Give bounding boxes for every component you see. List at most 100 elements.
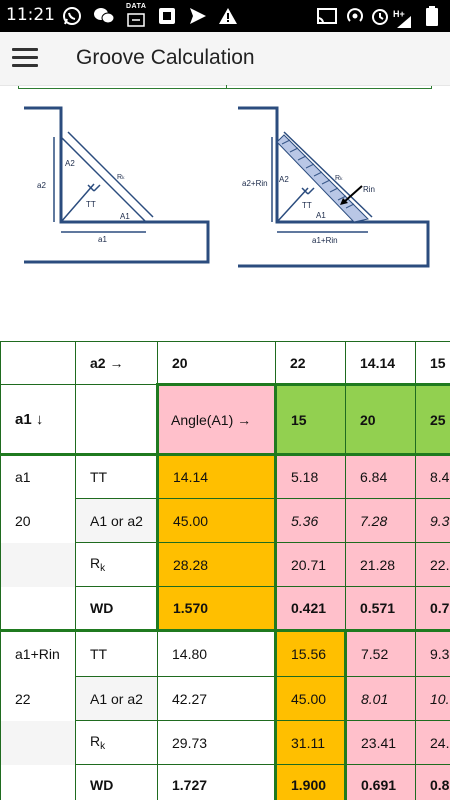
label-Rk: Rₖ [117,174,125,181]
cell-g2-angle-3: 8.01 [345,676,416,721]
cell-g2-tt-2: 15.56 [274,629,347,677]
cell-g1-rk-1: 28.28 [156,542,277,587]
angle-row: a1 ↓ Angle(A1) → 15 20 25 [0,383,450,456]
cell-g2-wd-4: 0.8 [415,764,450,800]
label-a1-rin: a1+Rin [312,236,338,245]
a1-down-label: a1 ↓ [0,384,76,455]
table-row: a1+Rin TT 14.80 15.56 7.52 9.3 [0,629,450,677]
cell-g1-angle-3: 7.28 [345,498,416,543]
row-label-wd: WD [75,586,158,631]
group-blank [0,542,76,587]
table-row: Rk 28.28 20.71 21.28 22. [0,542,450,587]
cell-g1-wd-3: 0.571 [345,586,416,631]
cell-g2-tt-1: 14.80 [157,629,276,677]
group-blank [0,764,76,800]
cell-g2-angle-2: 45.00 [274,676,347,721]
row-label-tt: TT [75,453,158,499]
header-a2-value-1[interactable]: 20 [157,341,276,385]
cell-g2-tt-4: 9.3 [415,629,450,677]
table-row: Rk 29.73 31.11 23.41 24. [0,720,450,765]
header-a2-value-3[interactable]: 14.14 [345,341,416,385]
page-title: Groove Calculation [76,46,255,69]
label-Rin: Rin [363,185,375,194]
cell-g1-wd-4: 0.7 [415,586,450,631]
group-label-a1-rin: a1+Rin [0,629,76,677]
cell-g2-tt-3: 7.52 [345,629,416,677]
table-row: 20 A1 or a2 45.00 5.36 7.28 9.3 [0,498,450,543]
hamburger-menu-icon[interactable] [12,47,38,69]
angle-row-blank [75,384,158,455]
header-a2-value-4[interactable]: 15 [415,341,450,385]
cell-g2-rk-1: 29.73 [157,720,276,765]
angle-value-1[interactable]: 15 [275,383,346,456]
cell-g2-wd-2: 1.900 [274,764,347,800]
cell-g2-wd-3: 0.691 [345,764,416,800]
cell-g2-angle-4: 10. [415,676,450,721]
whatsapp-icon [62,6,82,26]
label-A2-right: A2 [279,175,289,184]
row-label-rk: Rk [75,542,158,587]
label-TT: TT [86,200,96,209]
label-A1-right: A1 [316,211,326,220]
table-header-row: a2 → 20 22 14.14 15 [0,341,450,385]
app-bar: Groove Calculation [0,32,450,86]
status-time: 11:21 [6,5,55,25]
cell-g2-rk-3: 23.41 [345,720,416,765]
send-icon [188,6,208,26]
cell-g1-tt-2: 5.18 [275,454,346,499]
divider [18,85,432,89]
cell-g1-angle-1: 45.00 [156,498,277,543]
cell-g1-rk-3: 21.28 [345,542,416,587]
row-label-rk: Rk [75,720,158,765]
angle-label-cell: Angle(A1) → [156,383,277,456]
cell-g1-wd-1: 1.570 [156,586,277,632]
cell-g1-rk-2: 20.71 [275,542,346,587]
groove-diagram-basic: a2 A2 Rₖ TT A1 a1 [24,106,210,264]
row-label-a1-or-a2: A1 or a2 [75,498,158,543]
group-value-a1: 20 [0,498,76,543]
battery-icon [426,6,438,26]
row-label-wd: WD [75,764,158,800]
label-A1: A1 [120,212,130,221]
table-row: WD 1.727 1.900 0.691 0.8 [0,764,450,800]
group-blank [0,586,76,632]
cell-g2-wd-1: 1.727 [157,764,276,800]
angle-value-3[interactable]: 25 [415,383,450,456]
label-Rk-right: Rₖ [335,175,343,182]
label-A2: A2 [65,159,75,168]
network-type: H+ [393,9,405,19]
status-bar: 11:21 DATA H+ [0,0,450,32]
label-a2-rin: a2+Rin [242,179,268,188]
cast-icon [316,6,338,26]
header-a2-label: a2 → [75,341,158,385]
label-a1: a1 [98,235,107,244]
data-sync-icon [127,10,145,30]
alarm-icon [370,6,390,26]
wechat-icon [93,6,115,26]
hotspot-icon [345,6,365,26]
table-row: 22 A1 or a2 42.27 45.00 8.01 10. [0,676,450,721]
cell-g1-tt-4: 8.4 [415,454,450,499]
group-value-a1-rin: 22 [0,676,76,721]
cell-g1-angle-2: 5.36 [275,498,346,543]
table-row: WD 1.570 0.421 0.571 0.7 [0,586,450,632]
cell-g1-tt-1: 14.14 [156,454,277,499]
header-a2-value-2[interactable]: 22 [275,341,346,385]
warning-icon [218,6,238,26]
angle-value-2[interactable]: 20 [345,383,416,456]
signal-icon [396,12,412,32]
table-row: a1 TT 14.14 5.18 6.84 8.4 [0,453,450,499]
cell-g1-wd-2: 0.421 [275,586,346,631]
group-label-a1: a1 [0,453,76,499]
label-a2: a2 [37,181,46,190]
results-table: a2 → 20 22 14.14 15 a1 ↓ Angle(A1) → 15 … [0,341,450,800]
cell-g1-tt-3: 6.84 [345,454,416,499]
cell-g2-angle-1: 42.27 [157,676,276,721]
cell-g1-rk-4: 22. [415,542,450,587]
cell-g2-rk-4: 24. [415,720,450,765]
header-corner [0,341,76,385]
label-TT-right: TT [302,201,312,210]
gallery-icon [157,6,177,26]
group-blank [0,720,76,765]
groove-diagram-with-rin: a2+Rin A2 Rₖ Rin TT A1 a1+Rin [238,106,430,268]
